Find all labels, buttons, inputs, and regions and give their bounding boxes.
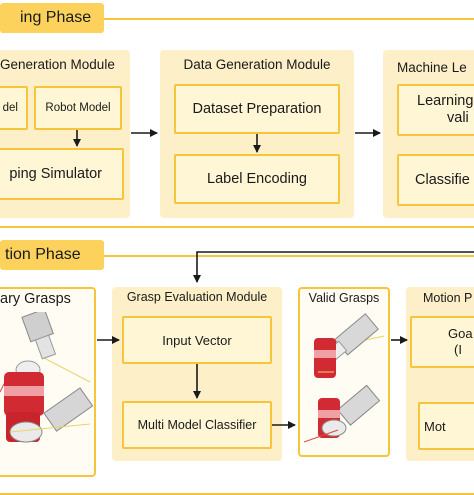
simulation-module-title: Generation Module bbox=[0, 57, 115, 72]
grasping-simulator-box: ping Simulator bbox=[0, 148, 124, 200]
motion-planning-module-title: Motion P bbox=[423, 291, 473, 305]
arbitrary-grasps-image bbox=[0, 312, 94, 472]
object-model-box: del bbox=[0, 86, 28, 130]
arbitrary-grasps-title: ary Grasps bbox=[0, 291, 71, 307]
learning-validation-box: Learning vali bbox=[397, 84, 474, 136]
valid-grasps-title: Valid Grasps bbox=[308, 291, 380, 305]
robot-model-box: Robot Model bbox=[34, 86, 122, 130]
execution-phase-label: tion Phase bbox=[0, 240, 104, 270]
training-phase-label: ing Phase bbox=[0, 3, 104, 33]
goal-sub-label: (I bbox=[454, 342, 462, 357]
valid-grasps-image bbox=[304, 310, 386, 452]
goal-label: Goa bbox=[448, 326, 473, 341]
valid-grasps-illustration bbox=[304, 313, 385, 443]
learning-label: Learning bbox=[417, 93, 474, 109]
goal-box: Goa (I bbox=[410, 316, 474, 368]
dataset-preparation-box: Dataset Preparation bbox=[174, 84, 340, 134]
grasp-evaluation-module-title: Grasp Evaluation Module bbox=[126, 290, 268, 304]
label-encoding-box: Label Encoding bbox=[174, 154, 340, 204]
training-phase-frame bbox=[0, 18, 474, 228]
arbitrary-grasps-illustration bbox=[0, 312, 94, 443]
input-vector-box: Input Vector bbox=[122, 316, 272, 364]
motion-box: Mot bbox=[418, 402, 474, 450]
machine-learning-module-title: Machine Le bbox=[397, 60, 467, 75]
classifier-training-box: Classifie bbox=[397, 154, 474, 206]
multi-model-classifier-box: Multi Model Classifier bbox=[122, 401, 272, 449]
validation-label: vali bbox=[447, 110, 469, 126]
data-generation-module-title: Data Generation Module bbox=[183, 57, 331, 72]
